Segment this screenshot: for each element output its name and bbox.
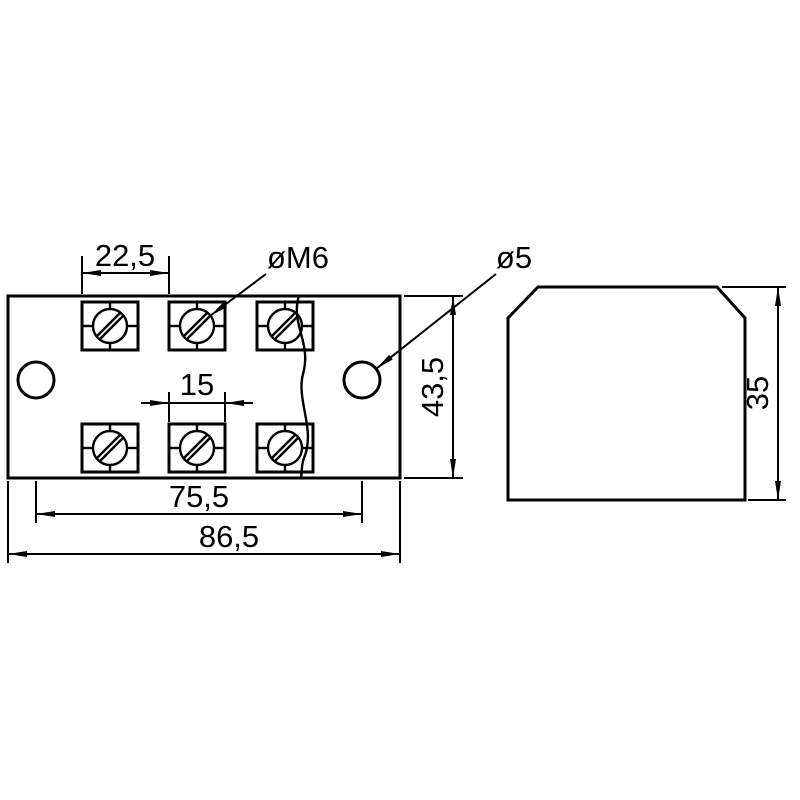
screw-terminal-top-1 bbox=[80, 300, 140, 352]
screw-terminal-bottom-3 bbox=[255, 422, 315, 474]
screw-terminal-bottom-2 bbox=[167, 422, 227, 474]
screw-terminal-bottom-1 bbox=[80, 422, 140, 474]
dimension-86-5: 86,5 bbox=[7, 481, 401, 563]
dimension-label-mount-hole-diameter: ø5 bbox=[496, 240, 532, 275]
dimension-label-screw-thread: øM6 bbox=[267, 240, 329, 275]
dimension-label-mount-hole-spacing: 75,5 bbox=[169, 479, 229, 514]
mount-hole-left bbox=[16, 360, 56, 400]
dimension-75-5: 75,5 bbox=[35, 479, 363, 523]
callout-m6: øM6 bbox=[209, 240, 329, 317]
break-line bbox=[295, 295, 310, 479]
leader-line bbox=[209, 273, 267, 317]
screw-terminal-top-3 bbox=[255, 300, 315, 352]
dimension-label-body-height: 35 bbox=[740, 376, 775, 410]
dimension-label-terminal-pitch: 22,5 bbox=[95, 238, 155, 273]
dimension-35: 35 bbox=[722, 286, 786, 501]
top-view bbox=[6, 294, 402, 480]
mount-hole-right bbox=[342, 360, 382, 400]
screw-terminal-top-2 bbox=[167, 300, 227, 352]
side-view bbox=[506, 285, 747, 502]
plate-outline bbox=[6, 294, 402, 480]
dimension-label-terminal-width: 15 bbox=[180, 367, 214, 402]
callout-5: ø5 bbox=[375, 240, 532, 370]
dimension-22-5: 22,5 bbox=[81, 238, 170, 294]
dimension-label-body-depth: 43,5 bbox=[415, 357, 450, 417]
dimension-43-5: 43,5 bbox=[404, 295, 463, 479]
side-view-outline bbox=[506, 285, 747, 502]
leader-line bbox=[375, 273, 497, 370]
dimension-15: 15 bbox=[141, 367, 253, 422]
dimension-label-overall-width: 86,5 bbox=[199, 519, 259, 554]
